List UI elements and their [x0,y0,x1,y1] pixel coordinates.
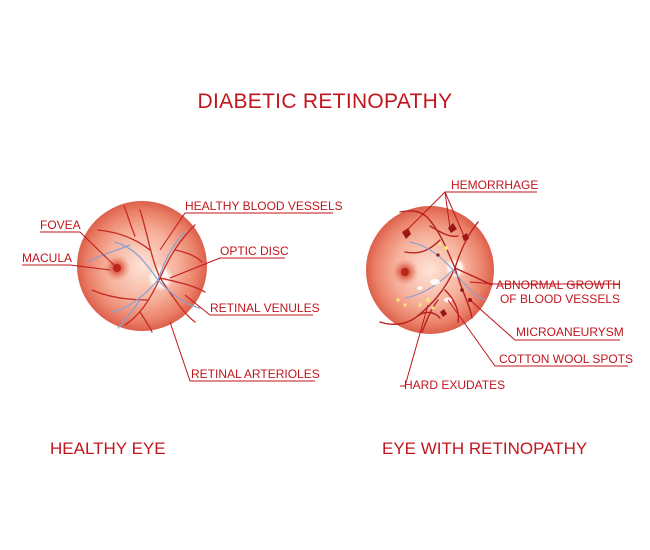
healthy-arterioles [91,205,206,333]
leader-arterioles [169,321,315,382]
leader-microaneurysm [469,299,620,341]
healthy-retina-disc [77,201,207,331]
caption-healthy-eye: HEALTHY EYE [50,439,166,458]
leader-abnormal-growth [469,281,620,285]
abnormal-vessels [379,210,493,333]
label-retinal-venules: RETINAL VENULES [210,301,320,315]
label-cotton-wool-spots: COTTON WOOL SPOTS [499,352,634,366]
leader-blood-vessels [159,212,333,251]
leader-venules [184,294,313,316]
leader-optic-disc [169,257,285,279]
retinopathy-retina [366,206,494,334]
leader-macula [22,264,111,271]
label-abnormal-growth-line1: ABNORMAL GROWTH [496,278,621,292]
label-hard-exudates: HARD EXUDATES [404,378,506,392]
label-fovea: FOVEA [40,218,81,232]
leader-cotton-wool [447,299,628,367]
healthy-retina [77,201,207,333]
label-hemorrhage: HEMORRHAGE [451,178,539,192]
page-title: DIABETIC RETINOPATHY [197,90,453,113]
leader-fovea [40,231,118,269]
label-abnormal-growth: ABNORMAL GROWTH OF BLOOD VESSELS [496,278,621,306]
healthy-leader-lines [22,212,333,382]
label-abnormal-growth-line2: OF BLOOD VESSELS [499,292,620,306]
retinopathy-leader-lines [400,191,628,387]
label-microaneurysm: MICROANEURYSM [516,325,624,339]
label-macula: MACULA [22,251,73,265]
label-healthy-blood-vessels: HEALTHY BLOOD VESSELS [185,199,343,213]
leader-hard-exudates [400,304,429,387]
label-optic-disc: OPTIC DISC [220,244,289,258]
retinopathy-retina-disc [366,206,494,334]
hard-exudate-spots [396,242,448,310]
label-retinal-arterioles: RETINAL ARTERIOLES [191,367,320,381]
caption-eye-with-retinopathy: EYE WITH RETINOPATHY [382,439,588,458]
healthy-venules [87,231,201,329]
